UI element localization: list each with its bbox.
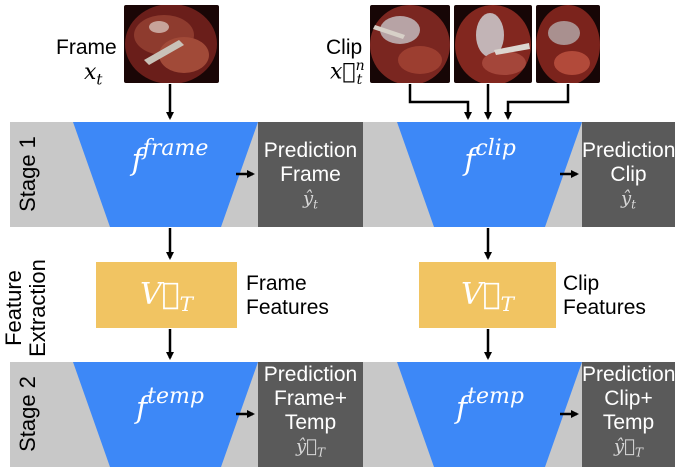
clip-feature-vector: V⃗ xyxy=(460,277,501,312)
stage1-frame-pred-sub: t xyxy=(313,197,318,212)
frame-features-line2: Features xyxy=(246,296,329,319)
stage1-clip-pred-line1: Prediction xyxy=(582,139,676,162)
stage2-clip-func: ftemp xyxy=(430,384,550,426)
stage2-clip-func-base: f xyxy=(456,391,468,426)
clip-features-label: Clip Features xyxy=(563,272,646,320)
clip-thumbnail-1 xyxy=(370,5,450,83)
stage2-frame-prediction: Prediction Frame+ Temp ŷ⃗T xyxy=(258,362,363,467)
stage1-clip-func-sup: clip xyxy=(475,136,516,161)
frame-input-symbol: xt xyxy=(84,60,102,88)
frame-feature-box: V⃗T xyxy=(96,262,237,328)
clip-symbol-base: x⃗ xyxy=(330,59,356,85)
stage2-frame-pred-line1: Prediction xyxy=(263,363,358,386)
stage2-clip-pred-sub: T xyxy=(634,445,643,460)
stage1-frame-pred-symbol-base: ŷ xyxy=(303,188,314,209)
frame-symbol-sub: t xyxy=(96,70,103,89)
stage1-clip-func-base: f xyxy=(464,143,476,178)
stage2-frame-func-sup: temp xyxy=(147,384,204,409)
stage2-frame-func-base: f xyxy=(136,391,148,426)
clip-input-label: Clip xyxy=(326,36,362,60)
frame-input-label: Frame xyxy=(56,36,117,60)
stage2-clip-pred-line2: Clip+ xyxy=(604,387,653,410)
stage2-frame-pred-line2: Frame+ xyxy=(274,387,347,410)
arrow-clip-right-to-stage1 xyxy=(504,84,570,120)
clip-feature-box: V⃗T xyxy=(419,262,556,328)
stage2-frame-func: ftemp xyxy=(110,384,230,426)
clip-symbol-sub: t xyxy=(356,71,363,88)
frame-thumbnail xyxy=(124,5,219,83)
stage2-clip-func-sup: temp xyxy=(467,384,524,409)
clip-symbol-sup: n xyxy=(355,58,365,74)
clip-thumbnail-2 xyxy=(454,5,532,83)
stage2-frame-pred-symbol: ŷ⃗T xyxy=(258,435,363,465)
stage2-clip-prediction: Prediction Clip+ Temp ŷ⃗T xyxy=(582,362,675,467)
stage1-frame-pred-line2: Frame xyxy=(280,163,341,186)
stage2-clip-pred-line1: Prediction xyxy=(582,363,676,386)
clip-features-line2: Features xyxy=(563,296,646,319)
stage1-clip-prediction: Prediction Clip ŷt xyxy=(582,122,675,227)
stage1-clip-pred-symbol: ŷt xyxy=(582,187,675,217)
clip-input-text: Clip xyxy=(326,36,363,59)
stage1-frame-func-sup: frame xyxy=(142,136,209,161)
stage1-frame-pred-symbol: ŷt xyxy=(258,187,363,217)
arrow-clip-left-to-stage1 xyxy=(408,84,472,120)
clip-feature-vector-sub: T xyxy=(500,292,514,316)
stage2-frame-pred-line3: Temp xyxy=(284,411,337,434)
frame-features-label: Frame Features xyxy=(246,272,329,320)
stage1-clip-pred-sub: t xyxy=(631,197,636,212)
frame-input-text: Frame xyxy=(56,36,117,59)
stage1-frame-func: fframe xyxy=(110,136,230,178)
stage2-frame-pred-symbol-base: ŷ⃗ xyxy=(296,436,317,457)
stage2-frame-pred-sub: T xyxy=(316,445,325,460)
stage2-clip-pred-symbol: ŷ⃗T xyxy=(582,435,675,465)
clip-thumbnail-3 xyxy=(536,5,600,83)
clip-input-symbol: x⃗nt xyxy=(330,58,365,88)
frame-feature-vector: V⃗ xyxy=(139,277,180,312)
frame-symbol-base: x xyxy=(84,60,97,85)
stage1-clip-pred-line2: Clip xyxy=(610,163,647,186)
stage1-clip-func: fclip xyxy=(430,136,550,178)
frame-feature-vector-sub: T xyxy=(179,292,193,316)
clip-features-line1: Clip xyxy=(563,272,600,295)
stage1-clip-pred-symbol-base: ŷ xyxy=(621,188,632,209)
stage1-frame-pred-line1: Prediction xyxy=(263,139,358,162)
stage2-clip-pred-symbol-base: ŷ⃗ xyxy=(614,436,635,457)
stage2-clip-pred-line3: Temp xyxy=(602,411,655,434)
stage1-frame-func-base: f xyxy=(131,143,143,178)
frame-features-line1: Frame xyxy=(246,272,307,295)
stage1-frame-prediction: Prediction Frame ŷt xyxy=(258,122,363,227)
